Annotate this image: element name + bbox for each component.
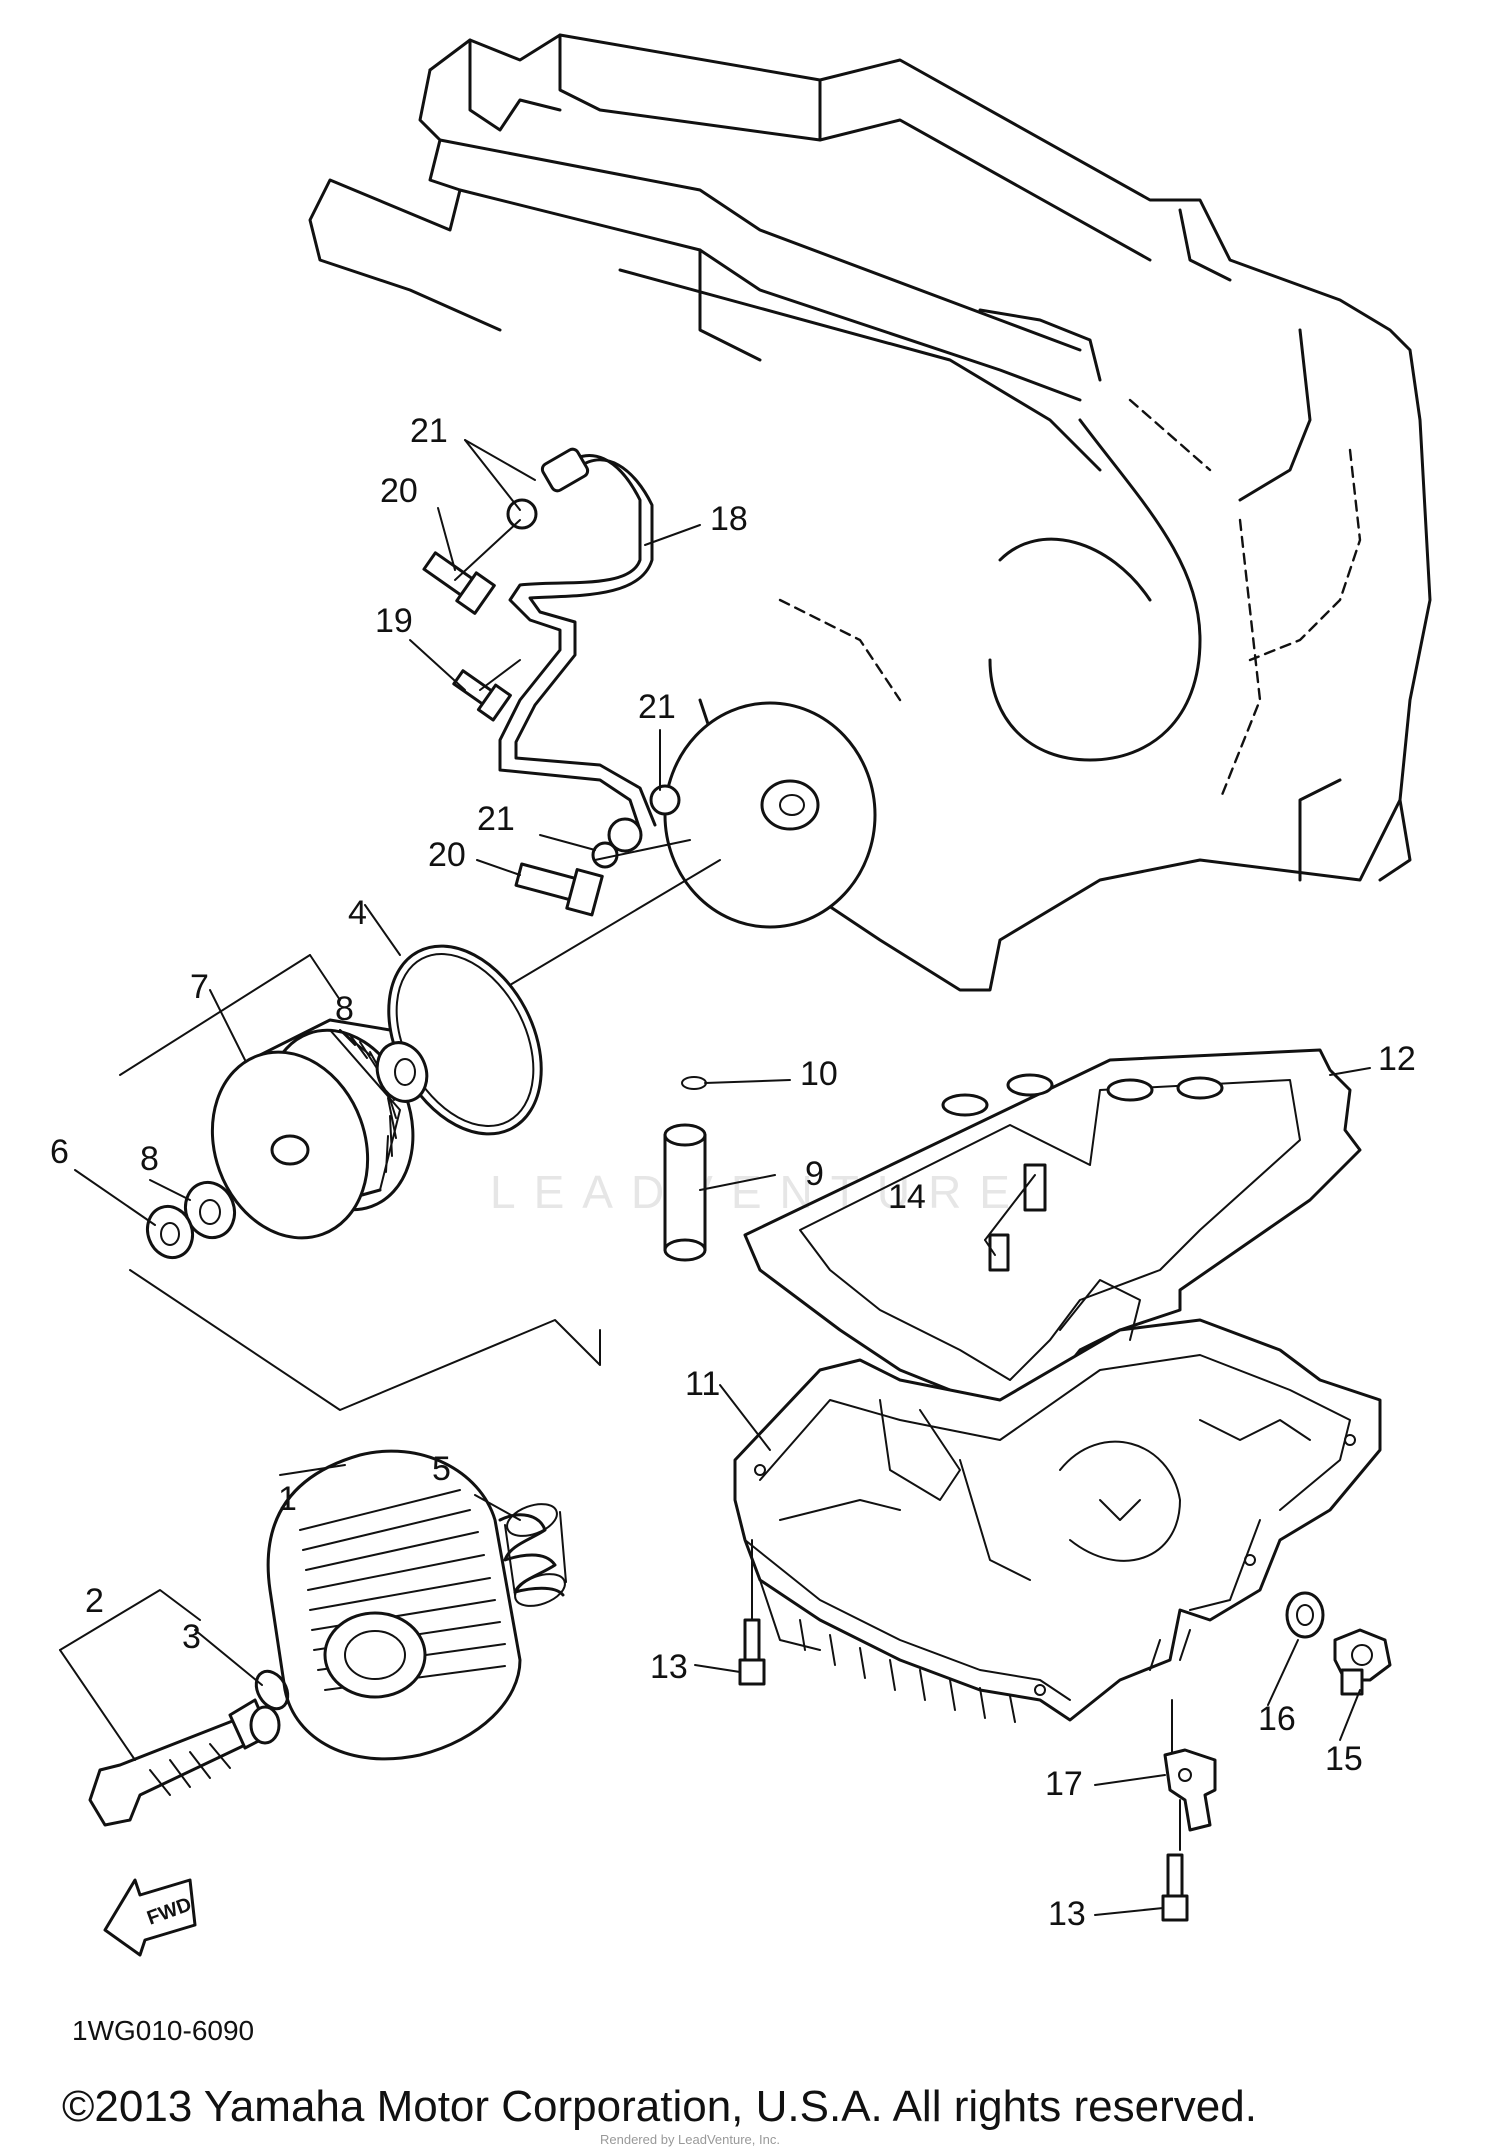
callout-4: 4 — [348, 894, 367, 932]
callout-21-lower: 21 — [477, 800, 515, 838]
washer-8-upper — [375, 1041, 429, 1103]
dowel-pin-lower — [988, 1233, 1010, 1272]
callout-8-upper: 8 — [335, 990, 354, 1028]
relief-spring — [498, 1503, 567, 1607]
callout-16: 16 — [1258, 1700, 1296, 1738]
render-note: Rendered by LeadVenture, Inc. — [600, 2132, 780, 2147]
callout-1: 1 — [278, 1480, 297, 1518]
oil-filter-bolt — [88, 1698, 281, 1827]
callout-10: 10 — [800, 1055, 838, 1093]
fwd-arrow: FWD — [103, 1878, 197, 1957]
oil-filter-mount-plate — [663, 701, 877, 929]
callout-20-lower: 20 — [428, 836, 466, 874]
callout-5: 5 — [432, 1450, 451, 1488]
o-ring-3 — [254, 1669, 290, 1711]
callout-12: 12 — [1378, 1040, 1416, 1078]
callout-8-lower: 8 — [140, 1140, 159, 1178]
callout-7: 7 — [190, 968, 209, 1006]
callout-numbers: 1 2 3 4 5 6 7 8 8 9 10 11 12 13 13 14 15… — [50, 412, 1416, 1933]
callout-18: 18 — [710, 500, 748, 538]
dowel-pin-upper — [1023, 1163, 1047, 1212]
callout-3: 3 — [182, 1618, 201, 1656]
callout-15: 15 — [1325, 1740, 1363, 1778]
callout-19: 19 — [375, 602, 413, 640]
oil-pan — [733, 1279, 1382, 1723]
callout-17: 17 — [1045, 1765, 1083, 1803]
watermark-text: LEADVENTURE — [490, 1166, 1028, 1218]
callout-13-left: 13 — [650, 1648, 688, 1686]
callout-21-upper: 21 — [410, 412, 448, 450]
drain-plug — [1333, 1628, 1392, 1696]
callout-21-middle: 21 — [638, 688, 676, 726]
washer-6 — [145, 1204, 195, 1260]
callout-20-upper: 20 — [380, 472, 418, 510]
callout-2: 2 — [85, 1582, 104, 1620]
diagram-code: 1WG010-6090 — [72, 2015, 254, 2046]
callout-9: 9 — [805, 1155, 824, 1193]
oil-filter-cover — [266, 1449, 522, 1761]
callout-6: 6 — [50, 1133, 69, 1171]
pan-screw-left — [738, 1539, 766, 1686]
oil-pipe-assembly — [422, 447, 691, 917]
callout-13-right: 13 — [1048, 1895, 1086, 1933]
callout-14: 14 — [888, 1178, 926, 1216]
copyright-notice: ©2013 Yamaha Motor Corporation, U.S.A. A… — [62, 2082, 1257, 2131]
leader-lines — [74, 439, 1371, 1916]
engine-block-outline — [308, 33, 1432, 992]
bracket-17 — [1163, 1748, 1217, 1851]
oil-strainer-pipe — [663, 1123, 707, 1262]
callout-11: 11 — [685, 1365, 720, 1403]
pan-screw-right — [1161, 1853, 1189, 1922]
o-ring-10 — [681, 1076, 707, 1090]
drain-gasket — [1285, 1591, 1325, 1639]
